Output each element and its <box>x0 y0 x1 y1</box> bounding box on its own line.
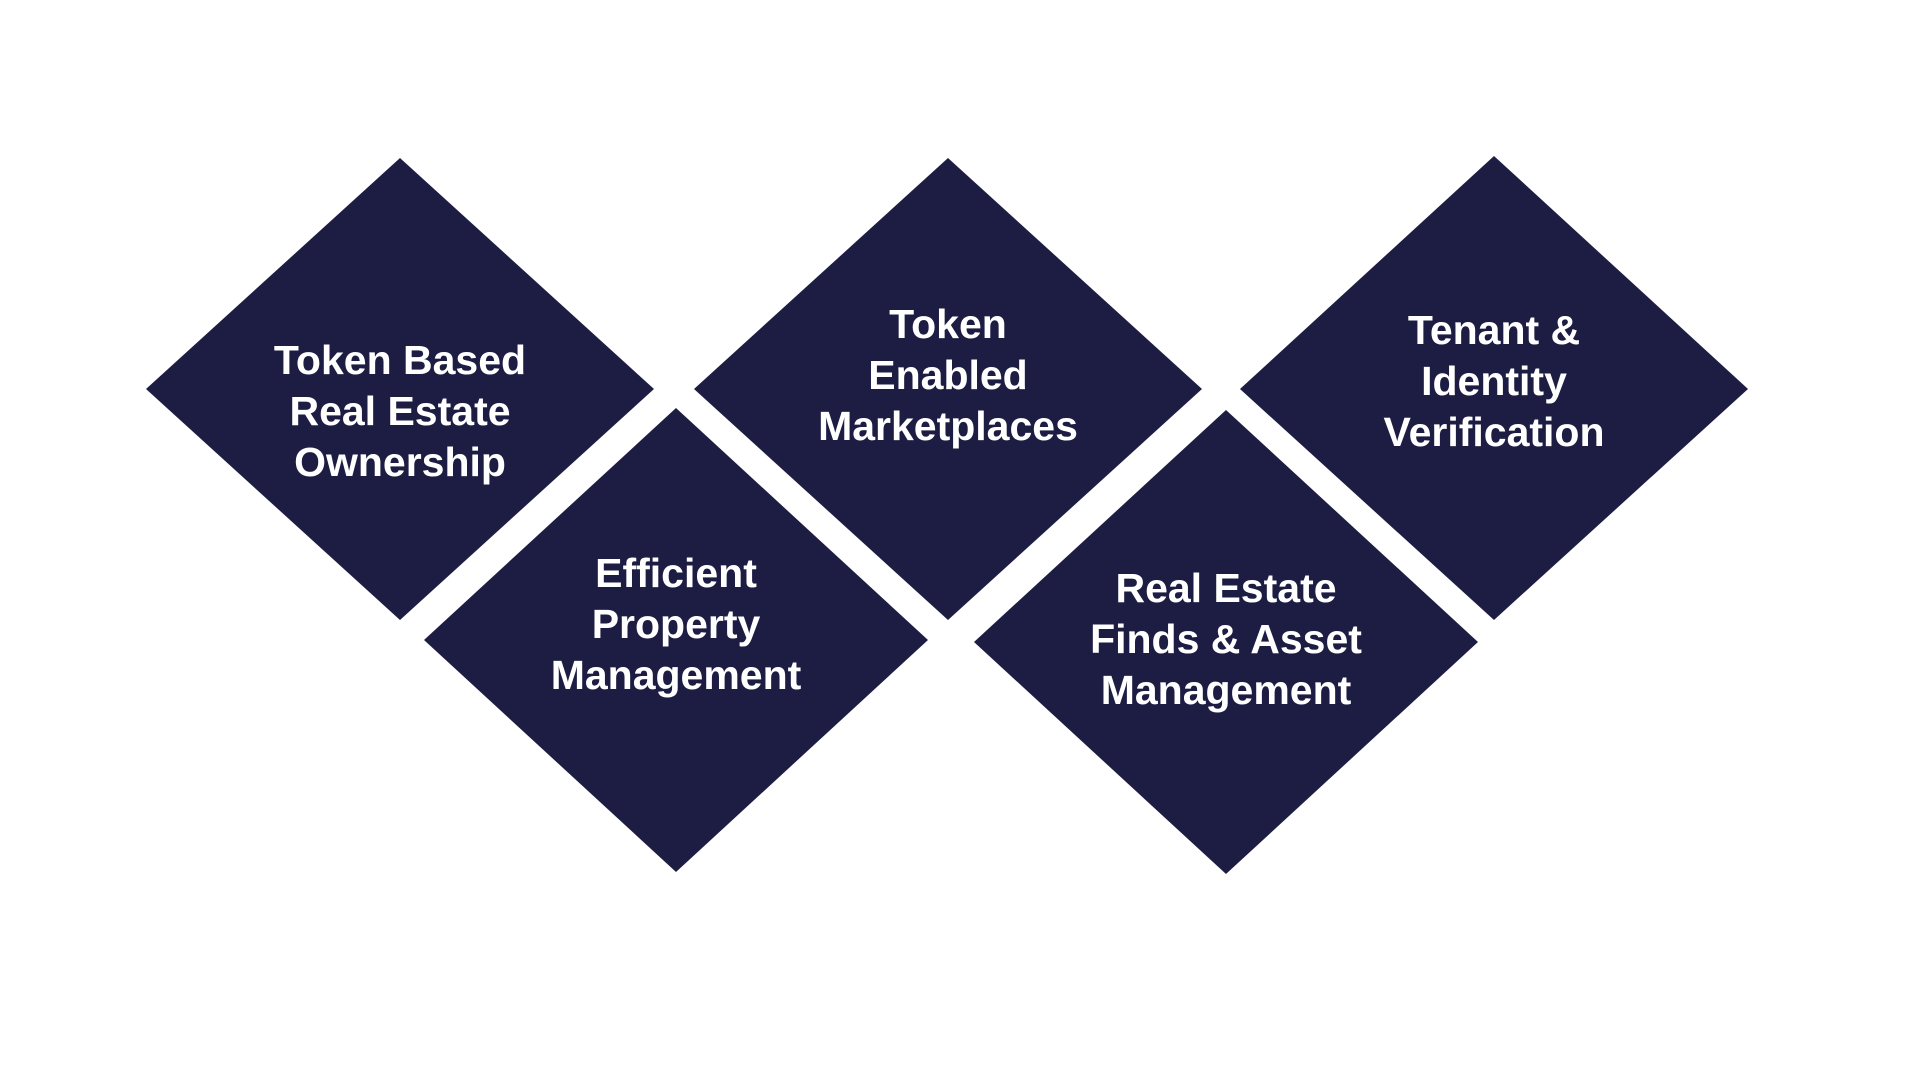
label-identity-verification: Tenant & Identity Verification <box>1383 307 1605 455</box>
diamond-property-management <box>424 408 928 872</box>
diamond-token-ownership <box>146 158 654 620</box>
label-asset-management: Real Estate Finds & Asset Management <box>1090 565 1362 713</box>
label-property-management: Efficient Property Management <box>550 550 802 698</box>
label-token-ownership: Token Based Real Estate Ownership <box>273 337 527 485</box>
diamond-asset-management <box>974 410 1478 874</box>
label-marketplaces: Token Enabled Marketplaces <box>818 301 1078 449</box>
diamond-marketplaces <box>694 158 1202 620</box>
diamond-identity-verification <box>1240 156 1748 620</box>
